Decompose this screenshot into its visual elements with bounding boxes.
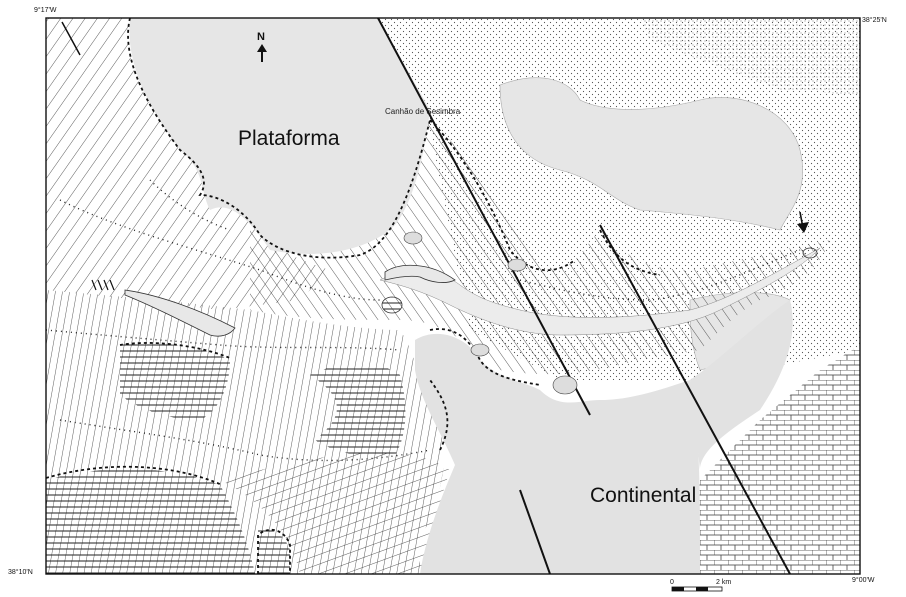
mound-feature-3	[507, 258, 527, 272]
dotted-boundary-5	[149, 179, 231, 231]
continental-lobe	[690, 300, 793, 470]
canyon-name-label: Canhão de Sesimbra	[385, 107, 461, 116]
continental-label: Continental	[590, 484, 696, 507]
fault-line-1	[377, 18, 591, 416]
horizontal-hatch-left-middle	[120, 343, 230, 420]
dotted-boundary-1	[59, 199, 381, 301]
small-hatch-patch	[258, 528, 290, 574]
platform-area	[129, 18, 430, 254]
top-right-finedot-zone	[640, 18, 860, 95]
curved-ridge	[384, 264, 456, 283]
map-border	[45, 17, 861, 575]
canyon-channel	[379, 247, 821, 336]
scarp-canyon-east	[429, 119, 576, 272]
scale-end: 2 km	[716, 579, 731, 586]
corner-bottom-right: 9°00'W	[852, 576, 875, 584]
mound-feature-6	[802, 247, 818, 259]
scarp-bottom-left	[46, 465, 223, 486]
platform-label: Plataforma	[238, 127, 340, 150]
corner-top-right: 38°25'N	[862, 16, 887, 24]
brick-zone	[690, 345, 860, 574]
scale-bar: 0 2 km	[670, 579, 731, 592]
scarp-small-patch	[257, 528, 291, 574]
fault-line-4	[61, 21, 81, 56]
corner-bottom-left: 38°10'N	[8, 568, 33, 576]
scarp-mid	[599, 229, 661, 276]
scale-start: 0	[670, 579, 674, 586]
fault-line-3	[519, 489, 551, 574]
scarp-center-right	[429, 379, 449, 451]
horizontal-hatch-center	[310, 363, 406, 457]
elongated-ridge	[124, 289, 236, 337]
continental-area	[415, 333, 700, 574]
lower-left-hatch	[220, 452, 450, 574]
north-arrow: N	[257, 31, 267, 62]
scarp-platform-edge	[127, 18, 431, 259]
small-chevrons	[91, 279, 115, 291]
horizontal-hatch-bottom-left	[46, 469, 255, 574]
north-arrow-label: N	[257, 31, 265, 43]
fault-line-2	[599, 224, 791, 574]
scarp-continental	[429, 328, 541, 386]
arrow-marker-icon	[797, 211, 809, 233]
mound-feature-5	[470, 343, 490, 357]
corner-top-left: 9°17'W	[34, 6, 57, 14]
mound-feature-4	[552, 375, 578, 395]
gray-lobe-upper	[499, 77, 804, 231]
mound-feature-1	[381, 296, 403, 314]
mound-feature-2	[403, 231, 423, 245]
